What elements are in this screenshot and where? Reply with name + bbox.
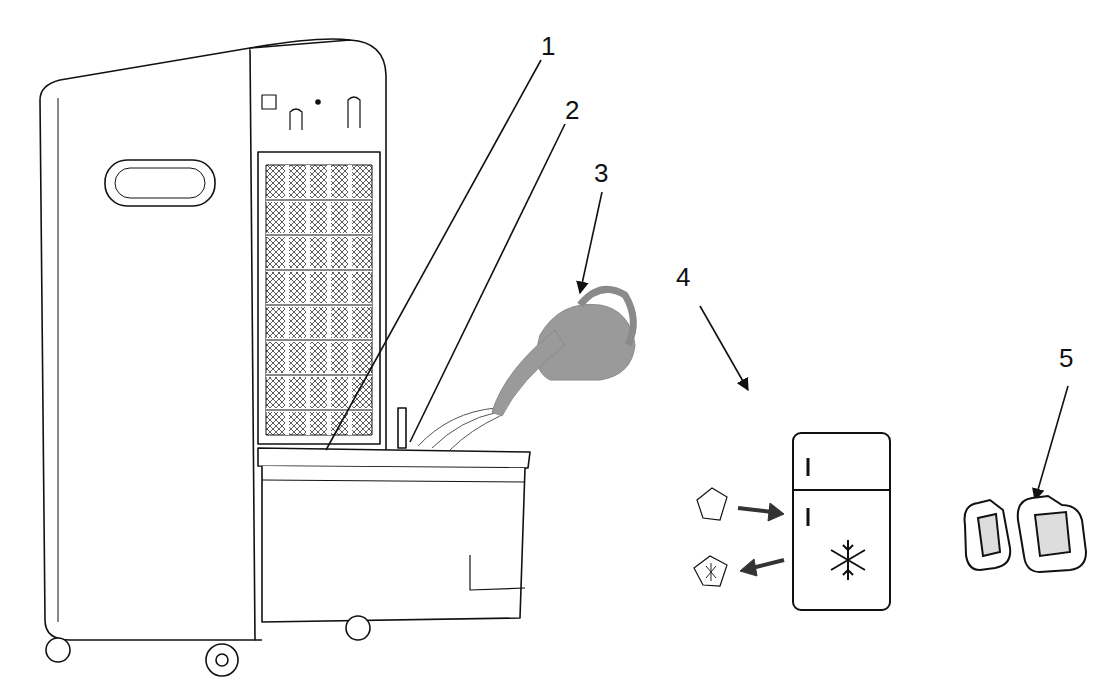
- callout-number: 2: [565, 97, 579, 123]
- callout-number: 4: [676, 264, 690, 290]
- callout-number: 1: [541, 33, 555, 59]
- callout-number: 3: [594, 160, 608, 186]
- callout-number: 5: [1059, 345, 1073, 371]
